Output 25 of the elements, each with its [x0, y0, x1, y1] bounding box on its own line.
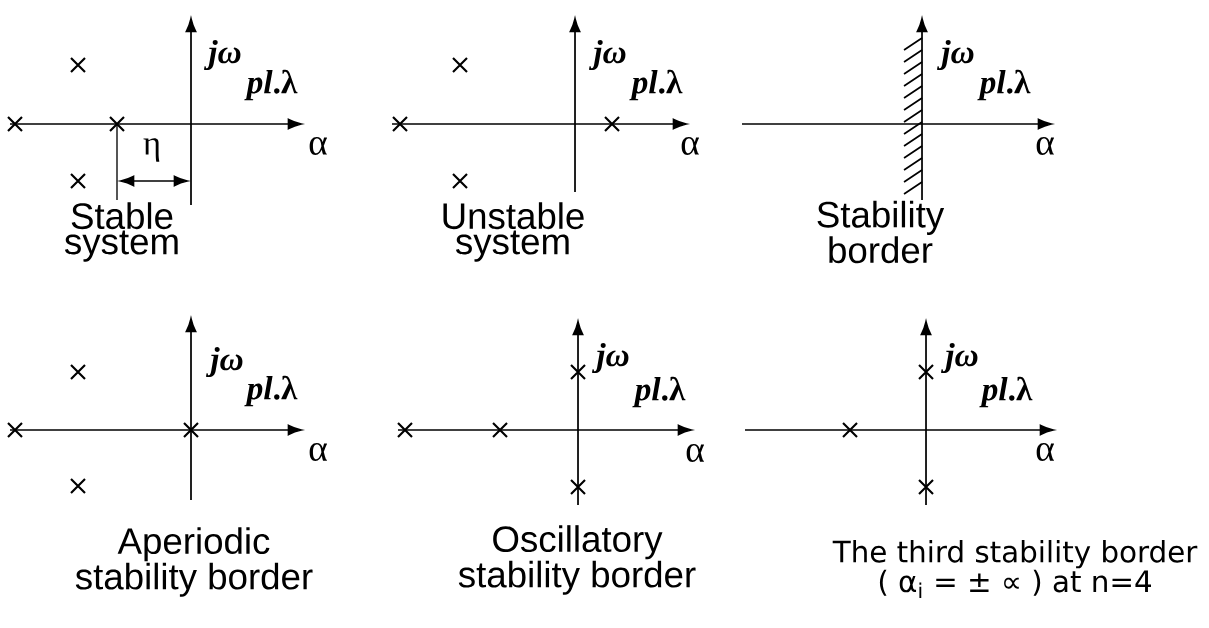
plane-label: pl.λ [629, 69, 683, 101]
panel-caption: Aperiodic stability border [75, 527, 313, 597]
axis-label: jω [940, 342, 978, 374]
axis-label: jω [591, 342, 629, 374]
axis-label: α [1036, 137, 1054, 155]
plane-label: pl.λ [632, 376, 686, 408]
panel-caption: Unstable system [443, 202, 584, 262]
axis-label: α [1036, 443, 1054, 461]
panel-caption: Oscillatory stability border [458, 525, 696, 595]
panel-caption: Stability border [817, 200, 945, 264]
axis-label: jω [205, 346, 243, 378]
plane-label: pl.λ [979, 376, 1033, 408]
plane-label: pl.λ [244, 375, 298, 407]
axis-label: jω [936, 39, 974, 71]
axis-label: jω [588, 39, 626, 71]
axis-label: jω [203, 39, 241, 71]
plane-label: pl.λ [977, 69, 1031, 101]
plane-label: pl.λ [244, 69, 298, 101]
panel-caption: Stable system [64, 202, 178, 262]
axis-label: α [309, 137, 327, 155]
axis-label: α [686, 444, 704, 462]
panel-caption: The third stability border ( α$_{i}$ = ± ∝ ) at n=4 [832, 539, 1198, 599]
dimension-label: η [143, 138, 160, 162]
axis-label: α [681, 137, 699, 155]
axis-label: α [309, 443, 327, 461]
